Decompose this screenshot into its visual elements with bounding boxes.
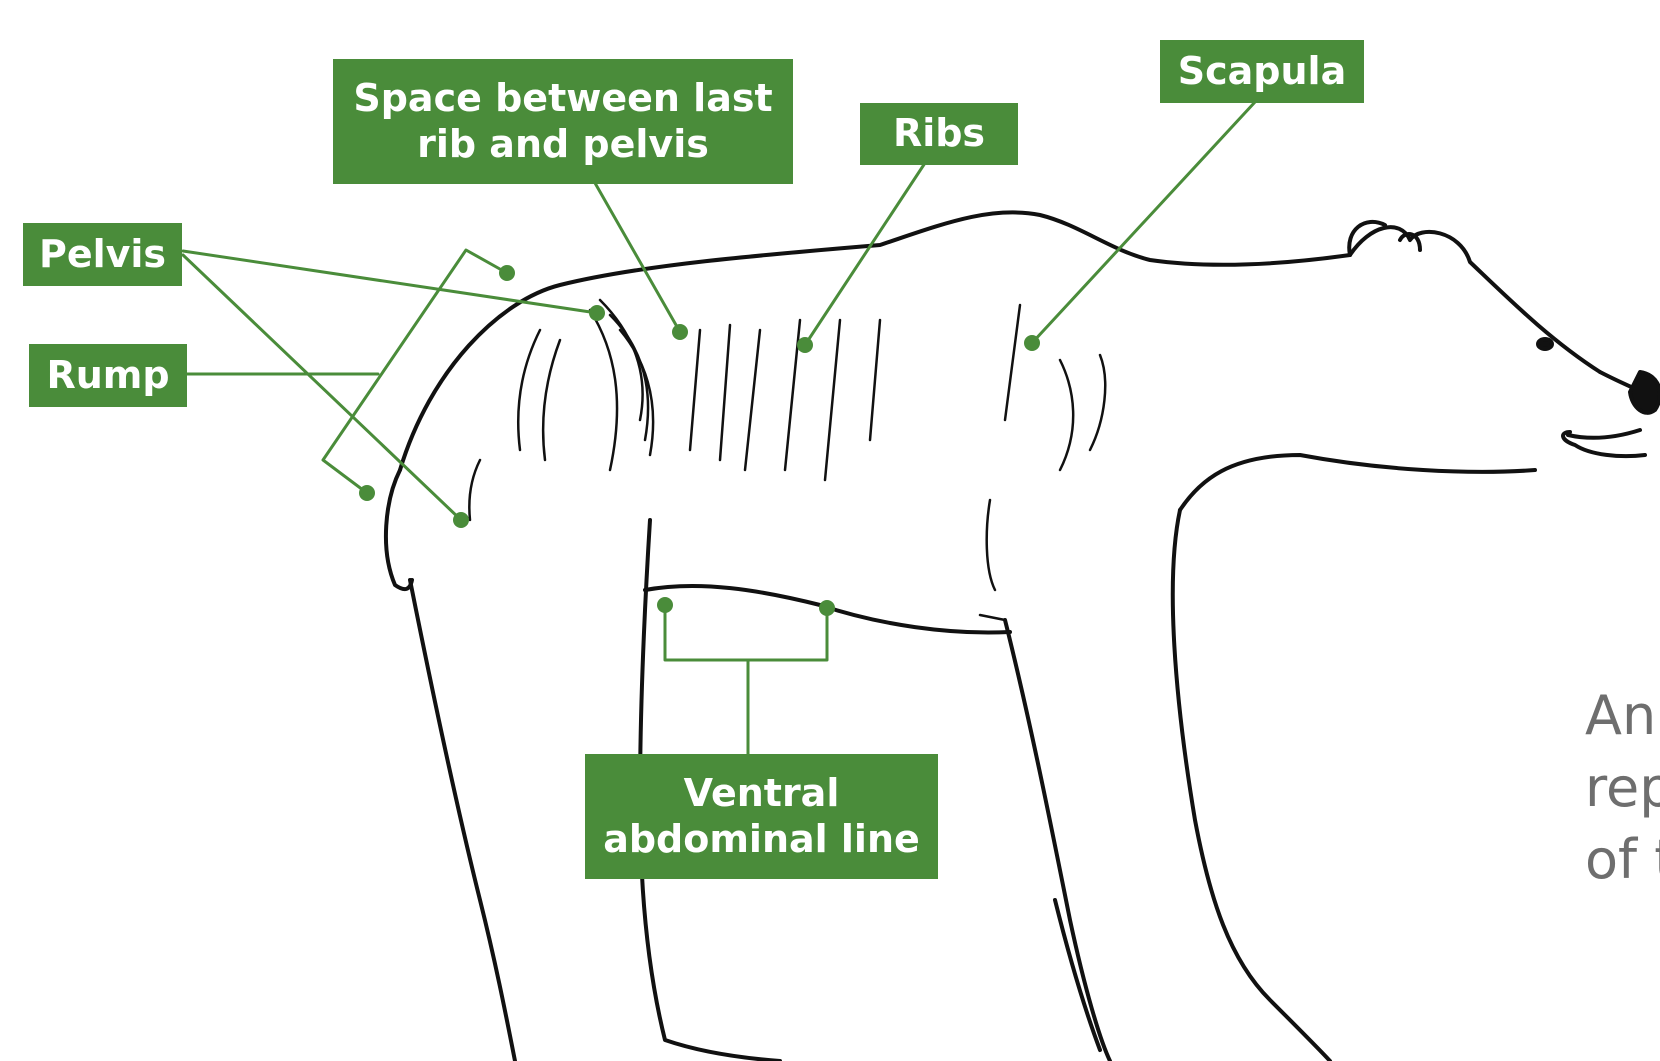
caption-text: An rep of t bbox=[1585, 680, 1660, 910]
bear-nose bbox=[1630, 372, 1660, 413]
ribs-label: Ribs bbox=[860, 103, 1018, 165]
bear-front-leg-outline-2 bbox=[1005, 620, 1110, 1061]
bear-hind-leg-outline-2 bbox=[410, 580, 515, 1061]
rump-dot-lower bbox=[359, 485, 375, 501]
rump-label: Rump bbox=[29, 344, 187, 407]
pelvis-dot-upper bbox=[589, 305, 605, 321]
bear-fur-hatching bbox=[469, 300, 1105, 620]
bear-thigh-outline bbox=[386, 470, 412, 589]
leader-lines bbox=[183, 102, 1255, 754]
pelvis-leader-upper bbox=[183, 251, 597, 313]
scapula-label: Scapula bbox=[1160, 40, 1364, 103]
pelvis-leader-lower bbox=[183, 255, 461, 520]
bear-throat-outline bbox=[1180, 455, 1535, 510]
ventral-bracket bbox=[665, 605, 827, 660]
ribs-dot bbox=[797, 337, 813, 353]
bear-front-leg-inner bbox=[1055, 900, 1100, 1050]
bear-eye bbox=[1538, 339, 1552, 349]
caption-line-3: of t bbox=[1585, 824, 1660, 896]
bear-illustration bbox=[386, 212, 1660, 1061]
ventral-dot-right bbox=[819, 600, 835, 616]
caption-line-1: An bbox=[1585, 680, 1660, 752]
scapula-dot bbox=[1024, 335, 1040, 351]
rump-dot-upper bbox=[499, 265, 515, 281]
space-between-label: Space between last rib and pelvis bbox=[333, 59, 793, 184]
pelvis-dot-lower bbox=[453, 512, 469, 528]
space-between-dot bbox=[672, 324, 688, 340]
ribs-leader bbox=[805, 163, 925, 345]
pelvis-label: Pelvis bbox=[23, 223, 182, 286]
ventral-dot-left bbox=[657, 597, 673, 613]
ventral-label: Ventral abdominal line bbox=[585, 754, 938, 879]
leader-dots bbox=[359, 265, 1040, 616]
bear-front-leg-outline bbox=[1173, 510, 1330, 1061]
caption-line-2: rep bbox=[1585, 752, 1660, 824]
bear-mouth bbox=[1568, 430, 1640, 438]
